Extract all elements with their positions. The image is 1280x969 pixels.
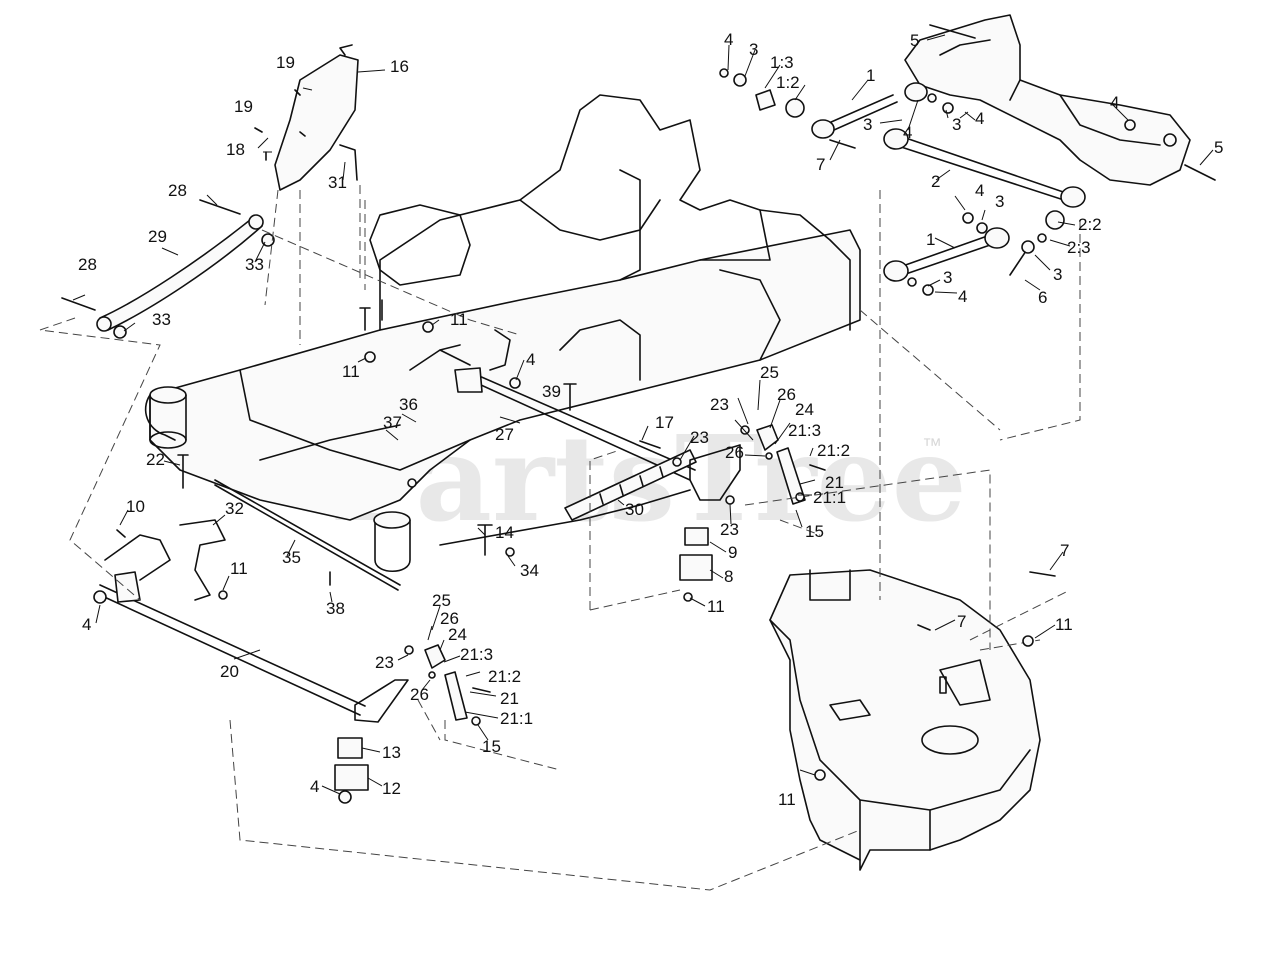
callout-11-deck-right: 11 (1055, 615, 1073, 634)
assembly-lines (39, 185, 1081, 891)
callout-1-3: 1:3 (770, 53, 794, 72)
callout-20: 20 (220, 662, 239, 681)
watermark-trademark: ™ (922, 435, 942, 457)
callout-3-top-left: 3 (749, 40, 758, 59)
callout-23-a: 23 (690, 428, 709, 447)
callout-12: 12 (382, 779, 401, 798)
callout-32: 32 (225, 499, 244, 518)
callout-4-c: 4 (310, 777, 319, 796)
rear-bracket-drawing (904, 14, 1191, 186)
callout-15-b: 15 (482, 737, 501, 756)
callout-26-d: 26 (410, 685, 429, 704)
callout-30: 30 (625, 500, 644, 519)
callout-38: 38 (326, 599, 345, 618)
callout-2: 2 (931, 172, 940, 191)
callout-26-a: 26 (777, 385, 796, 404)
callout-34: 34 (520, 561, 539, 580)
callout-11-c: 11 (230, 559, 248, 578)
callout-18: 18 (226, 140, 245, 159)
callout-4-upper-a: 4 (903, 123, 912, 142)
callout-5-right: 5 (1214, 138, 1223, 157)
callout-2-3: 2:3 (1067, 238, 1091, 257)
callout-10: 10 (126, 497, 145, 516)
callout-17: 17 (655, 413, 674, 432)
callout-4-a: 4 (526, 350, 535, 369)
callout-4-top-left: 4 (724, 30, 733, 49)
callout-21-2-a: 21:2 (817, 441, 850, 460)
callout-7-upper: 7 (816, 155, 825, 174)
callout-13: 13 (382, 743, 401, 762)
callout-25-b: 25 (432, 591, 451, 610)
callout-11-a: 11 (450, 310, 468, 329)
callout-36: 36 (399, 395, 418, 414)
callout-11-b: 11 (342, 362, 360, 381)
callout-37: 37 (383, 413, 402, 432)
callout-labels: 19 16 19 18 31 28 29 33 28 33 11 11 4 39… (78, 30, 1223, 809)
callout-14: 14 (495, 523, 514, 542)
callout-22: 22 (146, 450, 165, 469)
callout-9: 9 (728, 543, 737, 562)
mower-deck-drawing (769, 569, 1041, 871)
callout-21-1-b: 21:1 (500, 709, 533, 728)
callout-23-b: 23 (720, 520, 739, 539)
callout-26-b: 26 (725, 443, 744, 462)
callout-4-upper-b: 4 (975, 109, 984, 128)
callout-4-lower: 4 (958, 287, 967, 306)
callout-19-upper: 19 (276, 53, 295, 72)
callout-33-lower: 33 (152, 310, 171, 329)
callout-3-lower-right: 3 (1053, 265, 1062, 284)
callout-31: 31 (328, 173, 347, 192)
callout-21-a: 21 (825, 473, 844, 492)
callout-8: 8 (724, 567, 733, 586)
callout-16: 16 (390, 57, 409, 76)
callout-27: 27 (495, 425, 514, 444)
callout-3-upper-b: 3 (952, 115, 961, 134)
callout-19-lower: 19 (234, 97, 253, 116)
hardware-drawing (93, 68, 1136, 804)
callout-28-upper: 28 (168, 181, 187, 200)
callout-21-2-b: 21:2 (488, 667, 521, 686)
callout-6: 6 (1038, 288, 1047, 307)
callout-23-c: 23 (710, 395, 729, 414)
callout-11-deck-bottom: 11 (778, 790, 796, 809)
main-frame-drawing (144, 94, 861, 572)
callout-26-c: 26 (440, 609, 459, 628)
callout-29: 29 (148, 227, 167, 246)
callout-21-b: 21 (500, 689, 519, 708)
callout-4-b: 4 (82, 615, 91, 634)
callout-4-mid: 4 (975, 181, 984, 200)
callout-7-right: 7 (1060, 541, 1069, 560)
callout-39: 39 (542, 382, 561, 401)
callout-24-a: 24 (795, 400, 814, 419)
callout-4-bracket: 4 (1110, 93, 1119, 112)
callout-15-a: 15 (805, 522, 824, 541)
callout-7-deck: 7 (957, 612, 966, 631)
callout-3-lower: 3 (943, 268, 952, 287)
callout-35: 35 (282, 548, 301, 567)
callout-1-2: 1:2 (776, 73, 800, 92)
callout-3-upper-a: 3 (863, 115, 872, 134)
callout-11-d: 11 (707, 597, 725, 616)
shafts-and-links-drawing (61, 24, 1216, 791)
callout-21-3-b: 21:3 (460, 645, 493, 664)
callout-3-mid: 3 (995, 192, 1004, 211)
leader-lines (72, 34, 1214, 795)
callout-23-d: 23 (375, 653, 394, 672)
callout-24-b: 24 (448, 625, 467, 644)
callout-1-lower: 1 (926, 230, 935, 249)
callout-5-upper: 5 (910, 31, 919, 50)
callout-28-lower: 28 (78, 255, 97, 274)
callout-25-a: 25 (760, 363, 779, 382)
callout-21-3-a: 21:3 (788, 421, 821, 440)
callout-33-upper: 33 (245, 255, 264, 274)
callout-2-2: 2:2 (1078, 215, 1102, 234)
callout-1-upper: 1 (866, 66, 875, 85)
callout-21-1-a: 21:1 (813, 488, 846, 507)
